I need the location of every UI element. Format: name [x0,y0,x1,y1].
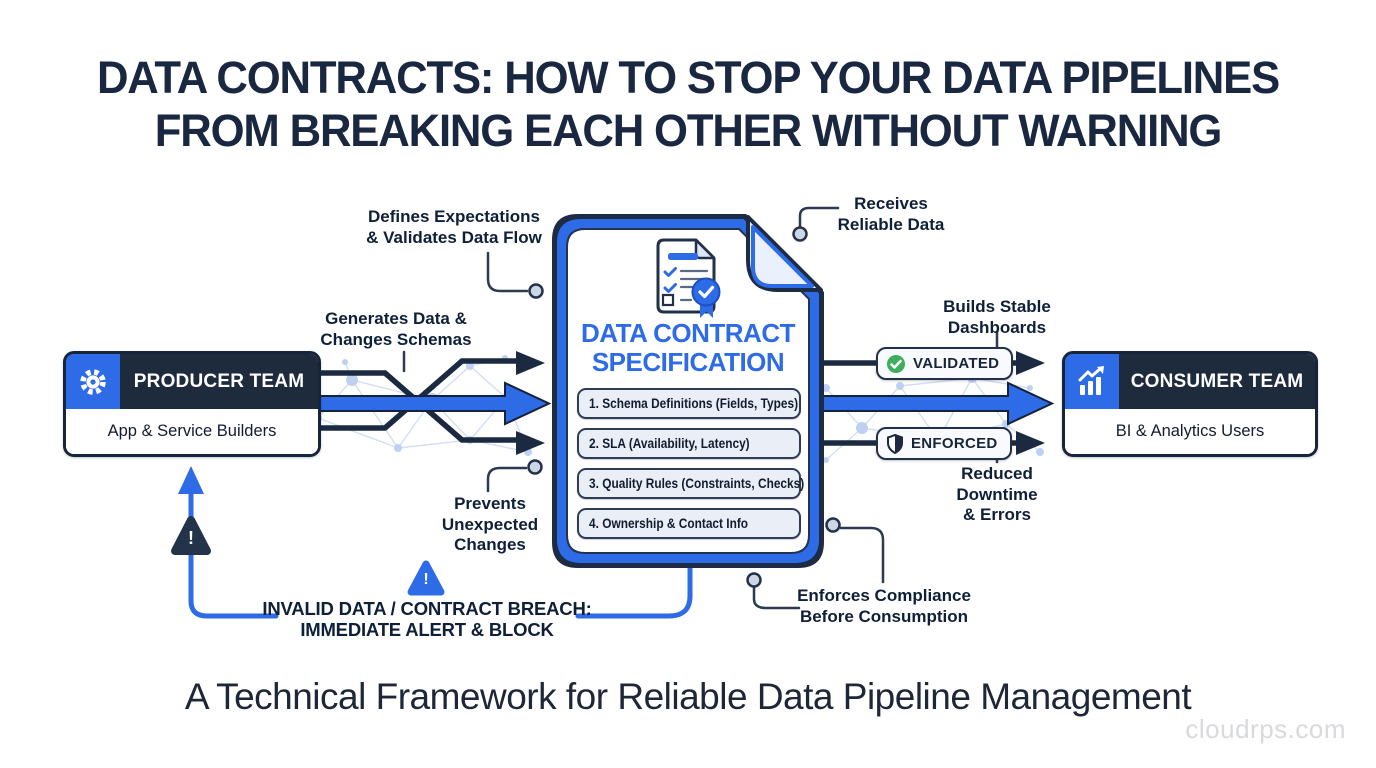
certified-document-icon [656,238,721,318]
page-title-line2: FROM BREAKING EACH OTHER WITHOUT WARNING [154,104,1223,156]
contract-spec-title: DATA CONTRACT SPECIFICATION [548,319,828,376]
contract-item-quality: 3. Quality Rules (Constraints, Checks) [577,468,805,499]
consumer-team-box: CONSUMER TEAM BI & Analytics Users [1062,351,1318,457]
annotation-prevents-changes: Prevents Unexpected Changes [441,494,539,555]
enforced-badge-label: ENFORCED [911,435,998,452]
producer-team-name: PRODUCER TEAM [133,370,305,392]
contract-item-schema-label: 1. Schema Definitions (Fields, Types) [589,396,799,411]
enforced-badge: ENFORCED [876,427,1012,460]
contract-spec-title-line1: DATA CONTRACT [581,318,795,348]
check-circle-icon [886,354,906,374]
contract-spec-title-line2: SPECIFICATION [591,346,785,377]
contract-item-ownership: 4. Ownership & Contact Info [577,508,801,539]
pipeline-arrow-left [312,381,552,426]
contract-item-sla: 2. SLA (Availability, Latency) [577,428,801,459]
annotation-reduced-downtime: Reduced Downtime & Errors [956,464,1038,525]
shield-icon [886,433,904,454]
annotation-invalid-data-alert: INVALID DATA / CONTRACT BREACH: IMMEDIAT… [262,598,592,641]
producer-team-header: PRODUCER TEAM [66,354,318,409]
leader-node-dots [527,226,841,588]
gear-icon [66,354,120,409]
validated-badge-label: VALIDATED [913,355,1000,372]
contract-item-ownership-label: 4. Ownership & Contact Info [589,516,749,531]
alert-loop-arrowhead [178,466,204,494]
alert-triangle-dark-icon [171,516,211,555]
consumer-team-name: CONSUMER TEAM [1130,370,1304,392]
alert-exclamation-dark: ! [188,528,194,548]
contract-item-sla-label: 2. SLA (Availability, Latency) [589,436,750,451]
page-title: DATA CONTRACTS: HOW TO STOP YOUR DATA PI… [21,52,1356,157]
alert-triangle-blue-icon [407,560,445,596]
contract-item-schema: 1. Schema Definitions (Fields, Types) [577,388,801,419]
watermark: cloudrps.com [1185,714,1346,744]
annotation-enforces-compliance: Enforces Compliance Before Consumption [797,586,971,626]
annotation-builds-dashboards: Builds Stable Dashboards [943,297,1051,337]
annotation-receives-reliable-data: Receives Reliable Data [837,194,945,234]
bar-chart-icon [1065,354,1119,409]
page-title-line1: DATA CONTRACTS: HOW TO STOP YOUR DATA PI… [96,52,1280,103]
contract-item-quality-label: 3. Quality Rules (Constraints, Checks) [589,476,805,491]
pipeline-arrow-right [819,381,1055,426]
consumer-team-description: BI & Analytics Users [1065,409,1315,454]
alert-feedback-loop [188,489,693,619]
annotation-defines-expectations: Defines Expectations & Validates Data Fl… [366,207,542,247]
alert-exclamation-blue: ! [423,571,429,588]
page-subtitle: A Technical Framework for Reliable Data … [184,676,1192,717]
validated-badge: VALIDATED [876,347,1014,380]
producer-team-description: App & Service Builders [66,409,318,454]
producer-team-box: PRODUCER TEAM App & Service Builders [63,351,321,457]
annotation-generates-data: Generates Data & Changes Schemas [320,309,472,349]
consumer-team-header: CONSUMER TEAM [1065,354,1315,409]
document-fold-corner [746,215,823,292]
